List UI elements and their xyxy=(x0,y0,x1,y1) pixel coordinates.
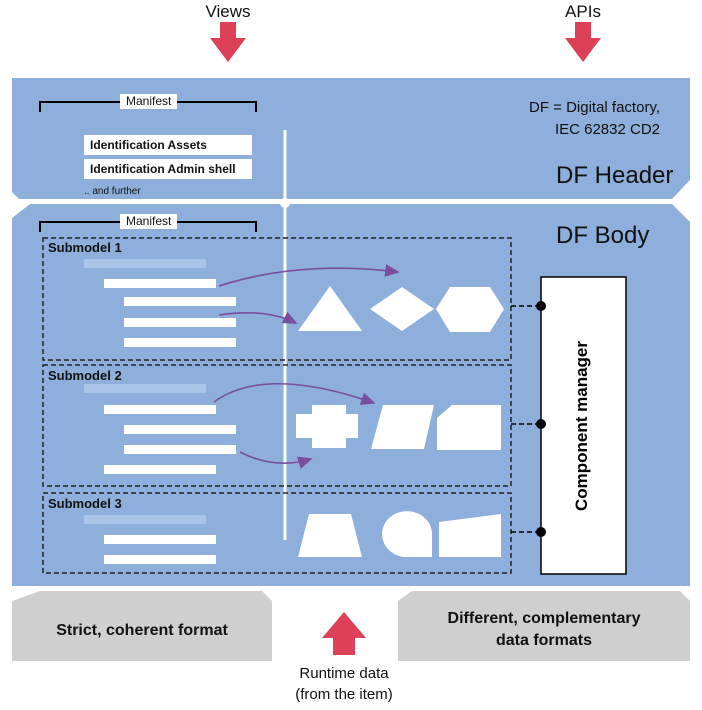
apis-label: APIs xyxy=(565,2,601,21)
curve-arrow-4 xyxy=(239,451,313,469)
triangle-shape xyxy=(298,286,362,331)
data-row xyxy=(124,297,236,306)
runtime-data-line-2: (from the item) xyxy=(295,686,393,703)
connector-1-dot xyxy=(536,301,546,311)
submodel-1-title: Submodel 1 xyxy=(48,240,122,255)
different-formats-trapezoid-top xyxy=(398,591,690,601)
cut-corner-shape xyxy=(437,405,501,450)
df-body-title: DF Body xyxy=(556,222,650,249)
data-row xyxy=(84,515,206,524)
submodel-2-box xyxy=(42,364,512,487)
diamond-shape xyxy=(370,287,434,331)
hexagon-shape xyxy=(436,287,504,332)
runtime-data-line-1: Runtime data xyxy=(299,665,389,682)
different-formats-trapezoid xyxy=(398,601,690,661)
connector-2-dot xyxy=(536,419,546,429)
data-row xyxy=(84,384,206,393)
data-row xyxy=(124,338,236,347)
curve-arrow-2 xyxy=(218,311,298,324)
component-manager-label: Component manager xyxy=(572,340,591,512)
connector-3-dot xyxy=(536,527,546,537)
body-manifest-label: Manifest xyxy=(120,214,178,229)
identification-admin-shell-box: Identification Admin shell xyxy=(84,159,252,179)
views-arrow xyxy=(210,22,246,62)
trapezoid-shape xyxy=(298,514,362,557)
submodel-3-title: Submodel 3 xyxy=(48,496,122,511)
data-row xyxy=(84,259,206,268)
divider-junction xyxy=(280,198,290,208)
data-row xyxy=(124,318,236,327)
apis-arrow xyxy=(565,22,601,62)
strict-format-trapezoid-top xyxy=(12,591,272,601)
df-note-line-1: DF = Digital factory, xyxy=(528,99,660,116)
data-row xyxy=(104,279,216,288)
skewed-rectangle-shape xyxy=(439,514,501,557)
data-row xyxy=(124,445,236,454)
submodel-1-box xyxy=(42,237,512,361)
submodel-3-box xyxy=(42,492,512,574)
different-formats-line-1: Different, complementary xyxy=(447,610,641,627)
cross-shape xyxy=(296,405,358,448)
data-row xyxy=(124,425,236,434)
strict-format-label: Strict, coherent format xyxy=(56,622,228,639)
strict-format-trapezoid xyxy=(12,601,272,661)
submodel-2-title: Submodel 2 xyxy=(48,368,122,383)
data-row xyxy=(104,405,216,414)
curve-arrow-1 xyxy=(218,264,400,287)
data-row xyxy=(104,465,216,474)
data-row xyxy=(104,535,216,544)
df-note-line-2: IEC 62832 CD2 xyxy=(554,121,660,138)
component-manager-box xyxy=(540,276,627,575)
views-label: Views xyxy=(205,2,251,21)
and-further-text: .. and further xyxy=(84,186,141,197)
teardrop-shape xyxy=(382,511,432,557)
identification-assets-box: Identification Assets xyxy=(84,135,252,155)
runtime-data-arrow xyxy=(322,612,366,655)
header-manifest-label: Manifest xyxy=(120,94,178,109)
different-formats-line-2: data formats xyxy=(495,632,593,649)
df-header-title: DF Header xyxy=(556,162,674,189)
parallelogram-shape xyxy=(371,405,434,449)
curve-arrow-3 xyxy=(213,382,376,405)
data-row xyxy=(104,555,216,564)
